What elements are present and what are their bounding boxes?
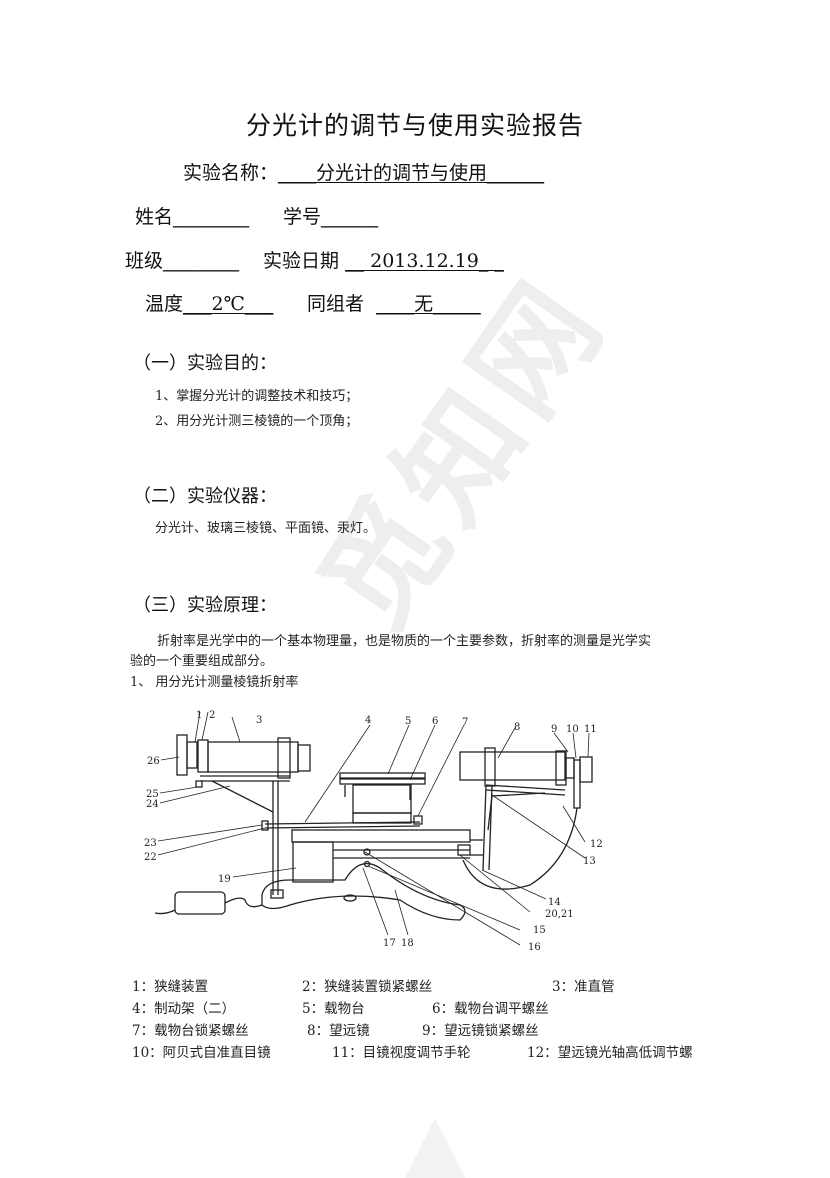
partner-value: ____无_____ [376,293,481,315]
date-value: __ 2013.12.19_ _ [345,250,504,272]
name-value: ________ [173,206,250,228]
principle-paragraph-line2: 验的一个重要组成部分。 [130,654,274,669]
diagram-label: 24 [146,799,159,810]
spectrometer-diagram: 1 2 3 4 5 6 7 8 9 10 11 12 13 14 15 16 1… [144,710,603,953]
experiment-name-value: ____分光计的调节与使用______ [278,162,545,184]
legend-item: 1：狭缝装置 [132,979,209,995]
section-equipment-heading: （二）实验仪器： [133,486,277,507]
diagram-label: 20,21 [545,909,574,920]
temperature-value: ___2℃___ [183,293,274,315]
diagram-label: 7 [462,717,468,728]
partner-label: 同组者 [307,293,365,315]
legend-item: 2：狭缝装置锁紧螺丝 [302,979,433,995]
student-id-row: 学号______ [283,202,378,229]
temperature-row: 温度___2℃___ [145,289,273,316]
diagram-label: 19 [218,874,231,885]
name-label: 姓名 [135,206,174,228]
date-label: 实验日期 [263,250,340,272]
diagram-label: 13 [583,856,596,867]
legend-item: 7：载物台锁紧螺丝 [132,1023,249,1039]
diagram-label: 15 [533,925,546,936]
experiment-name-label: 实验名称： [183,162,279,184]
equipment-list: 分光计、玻璃三棱镜、平面镜、汞灯。 [155,521,377,536]
diagram-label: 9 [551,724,557,735]
diagram-label: 23 [144,838,157,849]
section-purpose-heading: （一）实验目的： [133,353,277,374]
temperature-label: 温度 [145,293,184,315]
date-row: 实验日期 __ 2013.12.19_ _ [263,246,504,273]
page-title: 分光计的调节与使用实验报告 [245,111,584,140]
class-value: ________ [163,250,240,272]
partner-row: 同组者 ____无_____ [307,289,481,316]
diagram-label: 1 [196,710,202,721]
diagram-label: 6 [432,716,438,727]
legend-item: 11：目镜视度调节手轮 [332,1045,471,1061]
diagram-label: 22 [144,852,157,863]
diagram-label: 5 [405,716,411,727]
legend-item: 8：望远镜 [307,1023,370,1039]
principle-subheading: 1、 用分光计测量棱镜折射率 [130,675,299,690]
diagram-label: 16 [528,942,541,953]
diagram-label: 17 [383,938,396,949]
diagram-label: 2 [209,710,215,721]
class-label: 班级 [125,250,164,272]
diagram-label: 4 [365,715,371,726]
diagram-label: 10 [566,724,579,735]
name-row: 姓名________ [135,202,249,229]
legend-item: 12：望远镜光轴高低调节螺 [527,1045,693,1061]
experiment-name-row: 实验名称：____分光计的调节与使用______ [183,158,544,185]
purpose-item: 2、用分光计测三棱镜的一个顶角； [155,414,359,429]
legend-item: 5：载物台 [302,1001,365,1017]
legend-item: 10：阿贝式自准直目镜 [132,1045,271,1061]
legend-item: 3：准直管 [552,979,615,995]
purpose-item: 1、掌握分光计的调整技术和技巧； [155,389,359,404]
diagram-label: 3 [256,715,262,726]
watermark-logo-icon [405,1118,465,1178]
section-principle-heading: （三）实验原理： [133,595,277,616]
diagram-label: 12 [590,839,603,850]
class-row: 班级________ [125,246,239,273]
legend-item: 6：载物台调平螺丝 [432,1001,549,1017]
diagram-label: 18 [401,938,414,949]
student-id-value: ______ [321,206,379,228]
diagram-label: 26 [147,756,160,767]
legend-item: 9：望远镜锁紧螺丝 [422,1023,539,1039]
principle-paragraph-line1: 折射率是光学中的一个基本物理量，也是物质的一个主要参数，折射率的测量是光学实 [157,634,652,649]
diagram-label: 14 [548,897,561,908]
diagram-label: 11 [584,724,597,735]
legend-item: 4：制动架（二） [132,1001,236,1017]
diagram-label: 25 [146,789,159,800]
student-id-label: 学号 [283,206,322,228]
diagram-label: 8 [514,722,520,733]
